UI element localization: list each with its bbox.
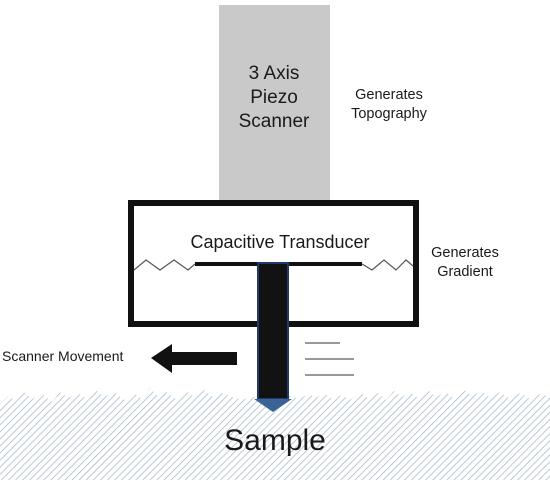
scanner-label-line-1: 3 Axis xyxy=(248,63,300,84)
scanner-movement-arrow xyxy=(151,344,237,373)
sample-label: Sample xyxy=(224,424,326,457)
gradient-annotation-line-2: Gradient xyxy=(437,264,493,280)
piezo-scanner-block xyxy=(219,5,330,203)
topography-annotation-line-1: Generates xyxy=(355,87,423,103)
probe-tip xyxy=(254,399,292,412)
left-spring xyxy=(133,259,196,271)
topography-annotation-line-2: Topography xyxy=(351,106,427,122)
gradient-annotation-line-1: Generates xyxy=(431,245,499,261)
transducer-label: Capacitive Transducer xyxy=(190,232,370,252)
piezo-scanner-label: 3 Axis Piezo Scanner xyxy=(222,62,326,134)
scanner-label-line-3: Scanner xyxy=(238,111,310,132)
scanner-label-line-2: Piezo xyxy=(250,87,298,108)
probe-shaft xyxy=(257,262,289,400)
right-spring xyxy=(361,259,414,271)
gradient-annotation: Generates Gradient xyxy=(420,244,510,282)
topography-annotation: Generates Topography xyxy=(333,86,445,124)
scanner-movement-label: Scanner Movement xyxy=(2,348,124,364)
sample-surface xyxy=(0,388,550,480)
